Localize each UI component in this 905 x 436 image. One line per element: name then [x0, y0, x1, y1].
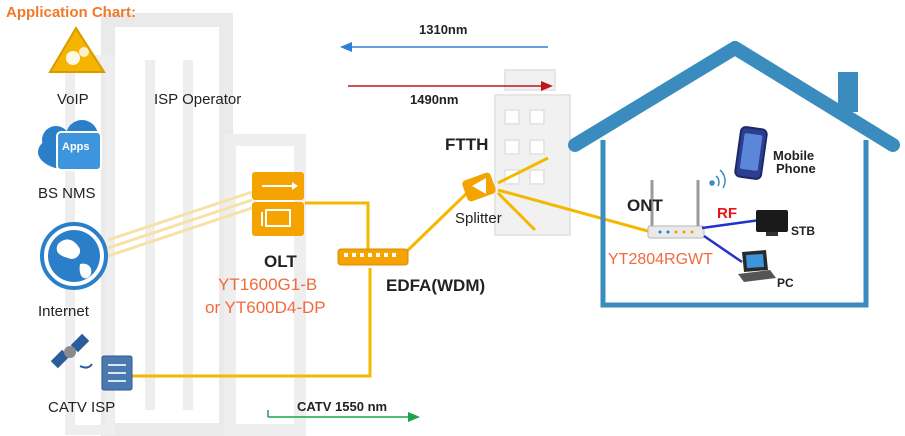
ont-router-icon: [647, 180, 705, 239]
apps-badge-label: Apps: [62, 141, 90, 153]
olt-model-1: YT1600G1-B: [218, 275, 318, 294]
home-house: [568, 41, 900, 308]
rf-link: [701, 218, 761, 230]
satellite-icon: [50, 333, 93, 369]
wifi-icon: [709, 169, 726, 189]
stb-tv-icon: [756, 210, 788, 236]
mobile-label-line2: Phone: [776, 161, 816, 176]
edfa-device-icon: [337, 248, 409, 266]
edfa-label: EDFA(WDM): [386, 276, 486, 295]
internet-globe-icon: [40, 222, 108, 290]
pc-label: PC: [777, 276, 794, 290]
splitter-label: Splitter: [455, 210, 502, 227]
chimney-dot: [833, 85, 837, 89]
wavelength-1490-label: 1490nm: [410, 92, 459, 107]
splitter-icon: [462, 172, 496, 202]
apps-cloud-icon: [38, 120, 102, 171]
arrow-1490nm: [348, 81, 553, 91]
mobile-phone-icon: [734, 126, 768, 180]
olt-label: OLT: [264, 252, 297, 271]
ftth-label: FTTH: [445, 135, 489, 154]
olt-model-2: or YT600D4-DP: [205, 298, 326, 317]
stb-label: STB: [791, 224, 815, 238]
voip-label: VoIP: [57, 91, 89, 108]
background-building-ftth: [494, 69, 571, 236]
wavelength-catv-label: CATV 1550 nm: [297, 399, 388, 414]
wavelength-1310-label: 1310nm: [419, 22, 468, 37]
catv-headend-box-icon: [101, 355, 133, 391]
bs-nms-label: BS NMS: [38, 185, 96, 202]
internet-label: Internet: [38, 303, 89, 320]
ont-model-label: YT2804RGWT: [608, 251, 713, 268]
arrow-1310nm: [340, 42, 548, 52]
olt-device-icon: [252, 172, 304, 236]
mobile-label-line1: Mobile: [773, 148, 815, 163]
rf-label: RF: [717, 205, 737, 222]
pc-laptop-icon: [738, 250, 776, 282]
catv-isp-label: CATV ISP: [48, 399, 116, 416]
arrow-catv: [267, 410, 420, 422]
voip-icon: [48, 26, 106, 73]
page-title: Application Chart:: [6, 4, 136, 21]
fiber-links: [107, 156, 656, 378]
ont-label: ONT: [627, 196, 663, 215]
pc-link: [703, 234, 743, 264]
isp-operator-label: ISP Operator: [154, 91, 242, 108]
